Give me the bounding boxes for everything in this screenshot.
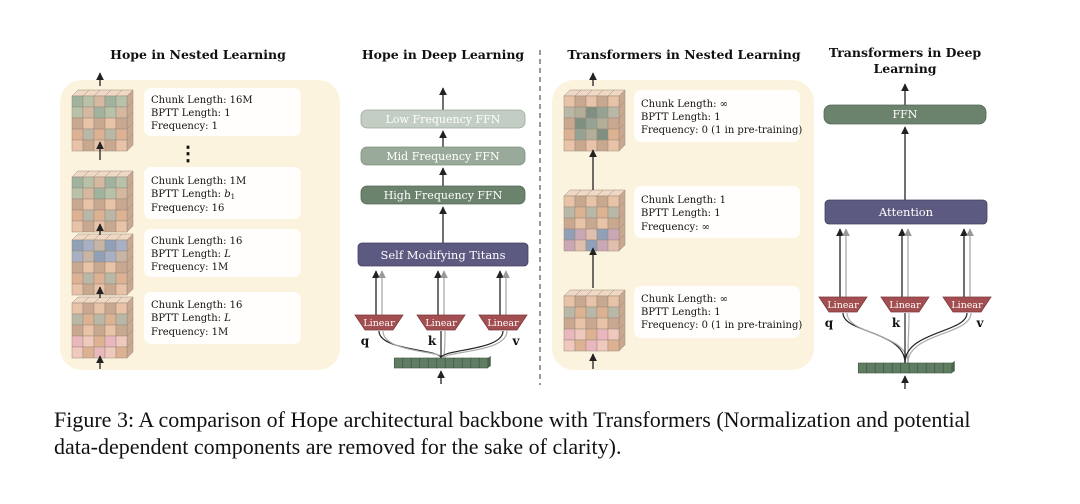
- hope-level-3-card: [144, 229, 301, 277]
- transformers-deep-qkv-projections: Linear q Linear k Linear v: [818, 228, 992, 389]
- tf-block-2: [563, 189, 626, 252]
- hope-block-3: [71, 233, 134, 296]
- hope-deep-k-label: k: [428, 334, 437, 348]
- figure-diagram: Hope in Nested Learning Chunk Length: 16…: [60, 45, 992, 389]
- caption-text: A comparison of Hope architectural backb…: [54, 407, 971, 459]
- tf-level-3-chunk: Chunk Length: ∞: [641, 294, 728, 305]
- hope-block-4: [71, 296, 134, 359]
- tf-level-1-card: [634, 90, 800, 142]
- tf-deep-q-label: q: [825, 316, 834, 330]
- hope-level-3-bptt: BPTT Length: L: [151, 249, 231, 260]
- tf-level-2-chunk: Chunk Length: 1: [641, 195, 726, 206]
- hope-ellipsis: ⋮: [178, 141, 198, 165]
- low-frequency-ffn-block: [360, 109, 526, 129]
- tf-deep-flow-shadow-2: [907, 312, 972, 364]
- hope-deep-linear-2: [478, 314, 528, 331]
- transformers-deep-title-2: Learning: [873, 61, 936, 76]
- hope-level-1-chunk: Chunk Length: 16M: [151, 95, 253, 106]
- hope-deep-flow-shadow-2: [443, 330, 508, 359]
- tf-level-3-bptt: BPTT Length: 1: [641, 307, 721, 318]
- tf-deep-k-label: k: [892, 316, 901, 330]
- hope-deep-linear-1: [416, 314, 466, 331]
- ffn-label: FFN: [893, 108, 918, 121]
- self-modifying-titans-label: Self Modifying Titans: [380, 248, 505, 262]
- tf-deep-linear-label-2: Linear: [951, 300, 983, 311]
- tf-level-2-card: [634, 186, 800, 238]
- hope-level-2-frequency: Frequency: 16: [151, 203, 224, 214]
- tf-level-3-card: [634, 286, 800, 338]
- hope-level-2-chunk: Chunk Length: 1M: [151, 176, 246, 187]
- tf-block-1: [563, 89, 626, 152]
- tf-deep-flow-shadow-1: [907, 312, 910, 364]
- hope-deep-panel: Hope in Deep Learning Low Frequency FFN …: [354, 47, 529, 384]
- transformers-memory-blocks: [563, 89, 626, 352]
- tf-deep-linear-0: [818, 296, 868, 313]
- tf-deep-linear-2: [942, 296, 992, 313]
- hope-deep-linear-label-2: Linear: [487, 318, 519, 329]
- hope-deep-flow-shadow-1: [443, 330, 446, 359]
- mid-frequency-ffn-label: Mid Frequency FFN: [386, 150, 500, 163]
- hope-deep-linear-label-1: Linear: [425, 318, 457, 329]
- tf-deep-v-label: v: [976, 316, 985, 330]
- hope-deep-v-label: v: [512, 334, 521, 348]
- tf-deep-flow-shadow-0: [846, 312, 909, 364]
- hope-level-3-frequency: Frequency: 1M: [151, 262, 228, 273]
- attention-label: Attention: [878, 205, 934, 219]
- tf-level-2-bptt: BPTT Length: 1: [641, 208, 721, 219]
- tf-level-3-frequency: Frequency: 0 (1 in pre-training): [641, 320, 802, 331]
- hope-deep-token-sequence: [393, 356, 491, 369]
- tf-deep-linear-label-0: Linear: [827, 300, 859, 311]
- hope-level-4-bptt: BPTT Length: L: [151, 313, 231, 324]
- low-frequency-ffn-label: Low Frequency FFN: [386, 113, 501, 126]
- mid-frequency-ffn-block: [360, 146, 526, 166]
- hope-deep-title: Hope in Deep Learning: [362, 47, 525, 62]
- transformers-nested-title: Transformers in Nested Learning: [567, 47, 800, 62]
- hope-deep-qkv-projections: Linear q Linear k Linear v: [354, 270, 528, 384]
- transformers-nested-panel: Transformers in Nested Learning Chunk Le…: [552, 47, 814, 370]
- self-modifying-titans-block: [357, 242, 529, 267]
- hope-level-1-frequency: Frequency: 1: [151, 121, 218, 132]
- hope-deep-linear-0: [354, 314, 404, 331]
- hope-deep-q-label: q: [361, 334, 370, 348]
- tf-deep-token-sequence: [857, 361, 955, 374]
- hope-memory-blocks: [71, 89, 134, 359]
- tf-level-1-chunk: Chunk Length: ∞: [641, 99, 728, 110]
- tf-level-1-bptt: BPTT Length: 1: [641, 112, 721, 123]
- attention-block: [824, 199, 988, 225]
- hope-block-1: [71, 89, 134, 152]
- figure-caption: Figure 3: A comparison of Hope architect…: [54, 406, 1014, 460]
- hope-deep-flow-2: [440, 330, 504, 359]
- hope-level-4-card: [144, 292, 301, 344]
- hope-nested-title: Hope in Nested Learning: [110, 47, 286, 62]
- hope-level-1-card: [144, 88, 301, 136]
- hope-level-2-card: [144, 167, 301, 219]
- hope-deep-linear-label-0: Linear: [363, 318, 395, 329]
- high-frequency-ffn-block: [360, 185, 526, 205]
- hope-nested-panel: Hope in Nested Learning Chunk Length: 16…: [60, 47, 340, 370]
- tf-level-2-frequency: Frequency: ∞: [641, 222, 710, 233]
- hope-level-4-chunk: Chunk Length: 16: [151, 300, 242, 311]
- transformers-deep-panel: Transformers in Deep Learning FFN Attent…: [818, 45, 992, 389]
- hope-level-4-frequency: Frequency: 1M: [151, 327, 228, 338]
- hope-level-3-chunk: Chunk Length: 16: [151, 236, 242, 247]
- hope-level-2-bptt: BPTT Length: b1: [151, 189, 235, 201]
- tf-deep-linear-label-1: Linear: [889, 300, 921, 311]
- hope-level-1-bptt: BPTT Length: 1: [151, 108, 231, 119]
- hope-block-2: [71, 170, 134, 233]
- tf-deep-linear-1: [880, 296, 930, 313]
- tf-deep-flow-2: [904, 312, 968, 364]
- caption-label: Figure 3:: [54, 407, 135, 432]
- tf-level-1-frequency: Frequency: 0 (1 in pre-training): [641, 125, 802, 136]
- tf-block-3: [563, 289, 626, 352]
- ffn-block: [823, 104, 987, 125]
- high-frequency-ffn-label: High Frequency FFN: [384, 189, 503, 202]
- transformers-deep-title-1: Transformers in Deep: [829, 45, 982, 60]
